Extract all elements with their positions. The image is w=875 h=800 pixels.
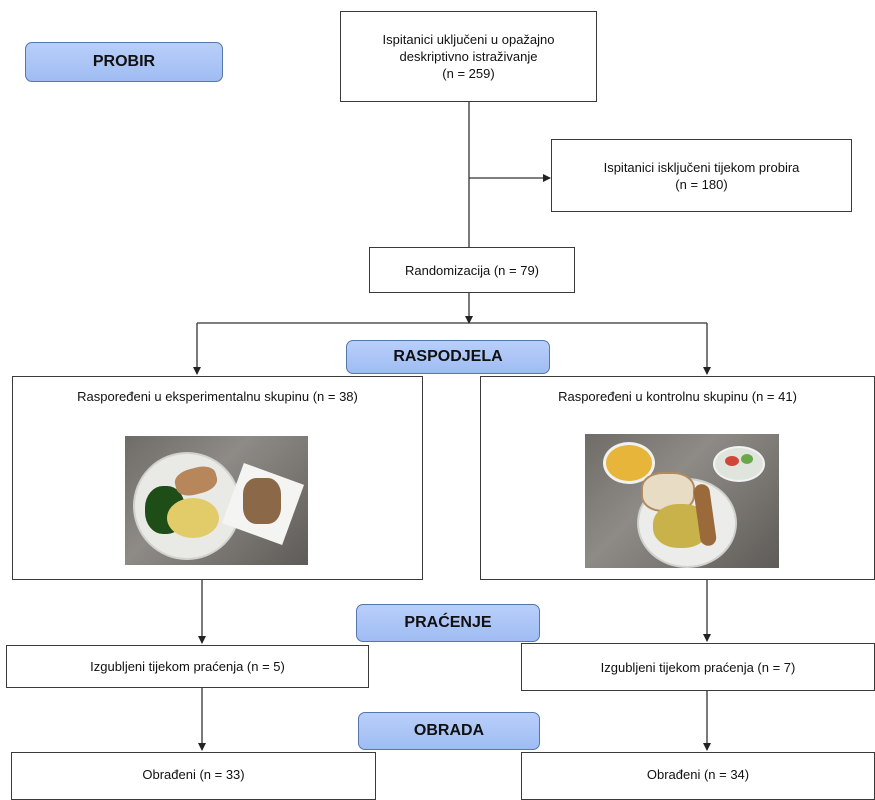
enrolled-box: Ispitanici uključeni u opažajno deskript…	[340, 11, 597, 102]
enrolled-line-1: Ispitanici uključeni u opažajno	[382, 32, 555, 47]
excluded-count: (n = 180)	[675, 176, 728, 192]
lost-followup-experimental-label: Izgubljeni tijekom praćenja (n = 5)	[90, 659, 285, 674]
experimental-group-box: Raspoređeni u eksperimentalnu skupinu (n…	[12, 376, 423, 580]
control-group-label: Raspoređeni u kontrolnu skupinu (n = 41)	[558, 389, 797, 404]
control-meal-photo	[585, 434, 779, 568]
salad-cucumber-shape	[741, 454, 753, 464]
experimental-meal-photo	[125, 436, 308, 565]
analysed-control-box: Obrađeni (n = 34)	[521, 752, 875, 800]
randomization-label: Randomizacija (n = 79)	[404, 262, 540, 278]
excluded-line-1: Ispitanici isključeni tijekom probira	[603, 159, 800, 175]
enrolled-count: (n = 259)	[442, 66, 495, 81]
analysed-control-label: Obrađeni (n = 34)	[646, 767, 750, 782]
salad-bowl-shape	[713, 446, 765, 482]
potato-shape	[167, 498, 219, 538]
stage-pracenje: PRAĆENJE	[356, 604, 540, 642]
excluded-box: Ispitanici isključeni tijekom probira (n…	[551, 139, 852, 212]
analysed-experimental-label: Obrađeni (n = 33)	[142, 767, 245, 782]
enrolled-line-2: deskriptivno istraživanje	[399, 49, 538, 64]
lost-followup-control-label: Izgubljeni tijekom praćenja (n = 7)	[600, 659, 796, 675]
analysed-experimental-box: Obrađeni (n = 33)	[11, 752, 376, 800]
stage-raspodjela: RASPODJELA	[346, 340, 550, 374]
lost-followup-control-box: Izgubljeni tijekom praćenja (n = 7)	[521, 643, 875, 691]
stage-probir: PROBIR	[25, 42, 223, 82]
lost-followup-experimental-box: Izgubljeni tijekom praćenja (n = 5)	[6, 645, 369, 688]
salad-tomato-shape	[725, 456, 739, 466]
control-group-box: Raspoređeni u kontrolnu skupinu (n = 41)	[480, 376, 875, 580]
stage-obrada: OBRADA	[358, 712, 540, 750]
experimental-group-label: Raspoređeni u eksperimentalnu skupinu (n…	[77, 389, 358, 404]
randomization-box: Randomizacija (n = 79)	[369, 247, 575, 293]
bread-shape	[243, 478, 281, 524]
